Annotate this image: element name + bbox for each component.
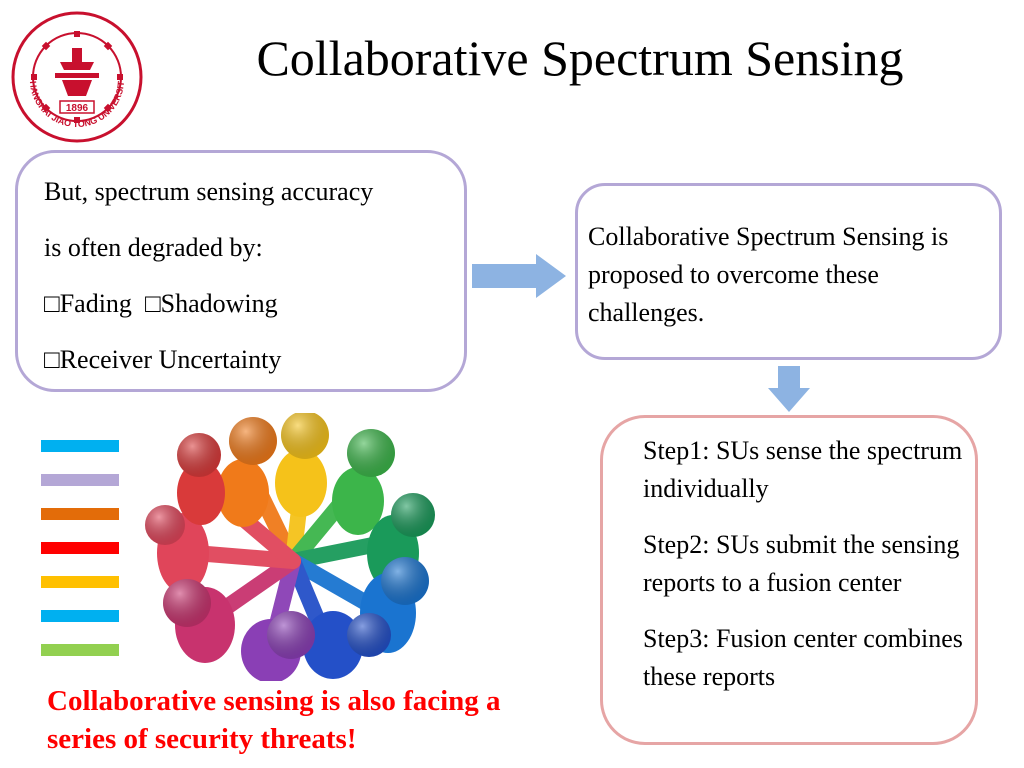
item-shadowing: □Shadowing <box>144 289 278 318</box>
degradation-box: But, spectrum sensing accuracy is often … <box>15 150 467 392</box>
item-receiver-uncertainty: □Receiver Uncertainty <box>44 345 282 374</box>
security-warning: Collaborative sensing is also facing a s… <box>47 685 501 755</box>
color-bar <box>41 508 119 520</box>
color-bar <box>41 644 119 656</box>
degradation-line-1: But, spectrum sensing accuracy <box>44 177 374 206</box>
color-bar <box>41 474 119 486</box>
color-bar <box>41 440 119 452</box>
slide-title: Collaborative Spectrum Sensing <box>256 30 904 86</box>
degradation-line-2: is often degraded by: <box>44 233 263 262</box>
logo-year: 1896 <box>66 103 89 114</box>
step-3: Step3: Fusion center combines these repo… <box>643 624 963 691</box>
color-bar <box>41 576 119 588</box>
university-logo: 1896 SHANGHAI JIAO TONG UNIVERSITY <box>10 10 143 143</box>
people-circle-illustration <box>145 413 435 681</box>
degradation-items: □Fading □Shadowing <box>44 285 464 323</box>
color-bar <box>41 610 119 622</box>
step-1: Step1: SUs sense the spectrum individual… <box>643 436 963 503</box>
right-arrow-icon <box>472 254 566 298</box>
color-bar <box>41 542 119 554</box>
down-arrow-icon <box>768 366 810 412</box>
color-bars <box>41 440 119 678</box>
step-2: Step2: SUs submit the sensing reports to… <box>643 530 960 597</box>
proposal-box: Collaborative Spectrum Sensing is propos… <box>575 183 1002 360</box>
steps-box: Step1: SUs sense the spectrum individual… <box>600 415 978 745</box>
item-fading: □Fading <box>44 289 132 318</box>
